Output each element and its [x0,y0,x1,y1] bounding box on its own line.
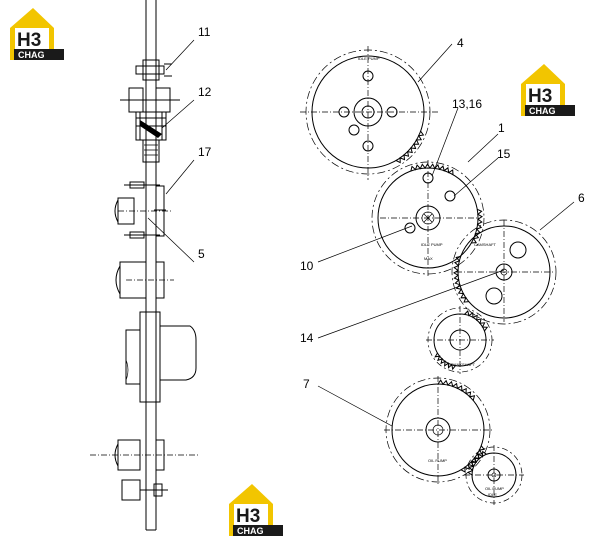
gear-tooth-segment [437,379,476,401]
gear-tooth-segment [464,309,489,332]
gear-4-label: IDLE PUMP [358,56,380,61]
gear-7-label: OIL PUMP [428,458,447,463]
gear-tooth-segment [460,445,486,473]
gear-1-label-a: IDLE PUMP [421,242,443,247]
callout-6: 6 [578,191,585,205]
gear-teeth [395,130,489,476]
watermark-logo-bottom: H3 CHAG [229,484,283,536]
gear-1: IDLE PUMP MAX [371,160,485,276]
gear-6: CAMSHAFT [451,219,557,325]
callout-15: 15 [497,147,511,161]
right-leaders [317,43,575,427]
callout-11: 11 [198,25,211,39]
callout-1: 1 [498,121,505,135]
callout-labels: 11 12 17 5 4 13,16 1 15 6 10 14 7 [198,25,585,391]
gear-6-label: CAMSHAFT [474,242,497,247]
gear-tooth-segment [395,130,425,164]
watermark-word: CHAG [237,526,264,536]
left-leaders [147,39,195,263]
gear-1-label-b: MAX [424,256,433,261]
callout-4: 4 [457,36,464,50]
callout-12: 12 [198,85,212,99]
watermark-letters: H3 [17,30,41,51]
callout-13-16: 13,16 [452,97,482,111]
gear-8-label-a: OIL PUMP [485,486,504,491]
callout-5: 5 [198,247,205,261]
gear-tooth-segment [434,352,456,371]
gear-7: OIL PUMP [384,376,492,484]
side-section-view [90,0,200,531]
gear-4: IDLE PUMP [300,46,440,180]
gear-tooth-segment [471,208,483,244]
gear-tooth-segment [453,255,469,303]
watermark-letters: H3 [528,86,552,107]
gear-crankshaft: CRANKSHAFT [426,306,494,374]
watermark-word: CHAG [529,106,556,116]
gear-crank-label: CRANKSHAFT [448,362,476,367]
watermark-logo-top-left: H3 CHAG [10,8,64,60]
gear-tooth-segment [467,450,487,476]
gear-tooth-segment [410,163,454,175]
watermark-letters: H3 [236,506,260,527]
callout-17: 17 [198,145,212,159]
gear-8-label-b: IDLE [488,492,497,497]
callout-7: 7 [303,377,310,391]
watermark-word: CHAG [18,50,45,60]
gear-oil-idle: OIL PUMP IDLE [464,445,524,505]
watermark-logo-top-right: H3 CHAG [521,64,575,116]
callout-10: 10 [300,259,314,273]
callout-14: 14 [300,331,314,345]
